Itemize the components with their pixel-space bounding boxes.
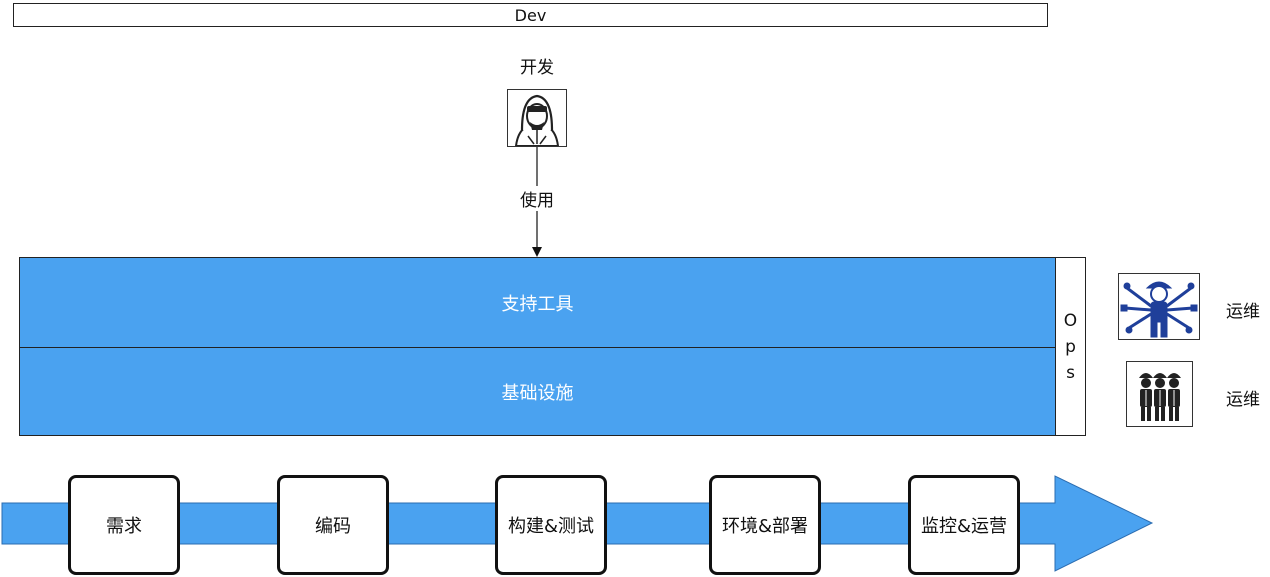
support-tools-label: 支持工具 (501, 293, 574, 315)
stage-build-test: 构建&测试 (495, 475, 607, 575)
dev-label: Dev (514, 5, 547, 25)
stage-label: 构建&测试 (507, 516, 595, 537)
stage-env-deploy: 环境&部署 (709, 475, 821, 575)
ops-letter-p: p (1065, 336, 1076, 357)
usage-label: 使用 (506, 186, 568, 211)
support-tools-layer: 支持工具 (20, 258, 1055, 348)
worker-team-icon (1126, 361, 1193, 427)
stage-coding: 编码 (277, 475, 389, 575)
stage-label: 编码 (315, 516, 351, 537)
ops-column: O p s (1055, 257, 1086, 436)
stage-label: 监控&运营 (920, 516, 1008, 537)
ops-letter-s: s (1066, 362, 1075, 383)
platform-stack: 支持工具 基础设施 (19, 257, 1056, 436)
infrastructure-layer: 基础设施 (20, 348, 1055, 435)
dev-header-bar: Dev (13, 3, 1048, 27)
ops-letter-o: O (1063, 310, 1078, 331)
developer-icon (507, 89, 567, 147)
multi-arm-worker-icon (1118, 273, 1200, 340)
infrastructure-label: 基础设施 (501, 382, 574, 404)
operator-label-2: 运维 (1226, 390, 1260, 410)
operator-label-1: 运维 (1226, 302, 1260, 322)
developer-label: 开发 (520, 58, 554, 78)
stage-requirements: 需求 (68, 475, 180, 575)
stage-label: 需求 (106, 516, 142, 537)
stage-label: 环境&部署 (721, 516, 809, 537)
stage-monitor-ops: 监控&运营 (908, 475, 1020, 575)
